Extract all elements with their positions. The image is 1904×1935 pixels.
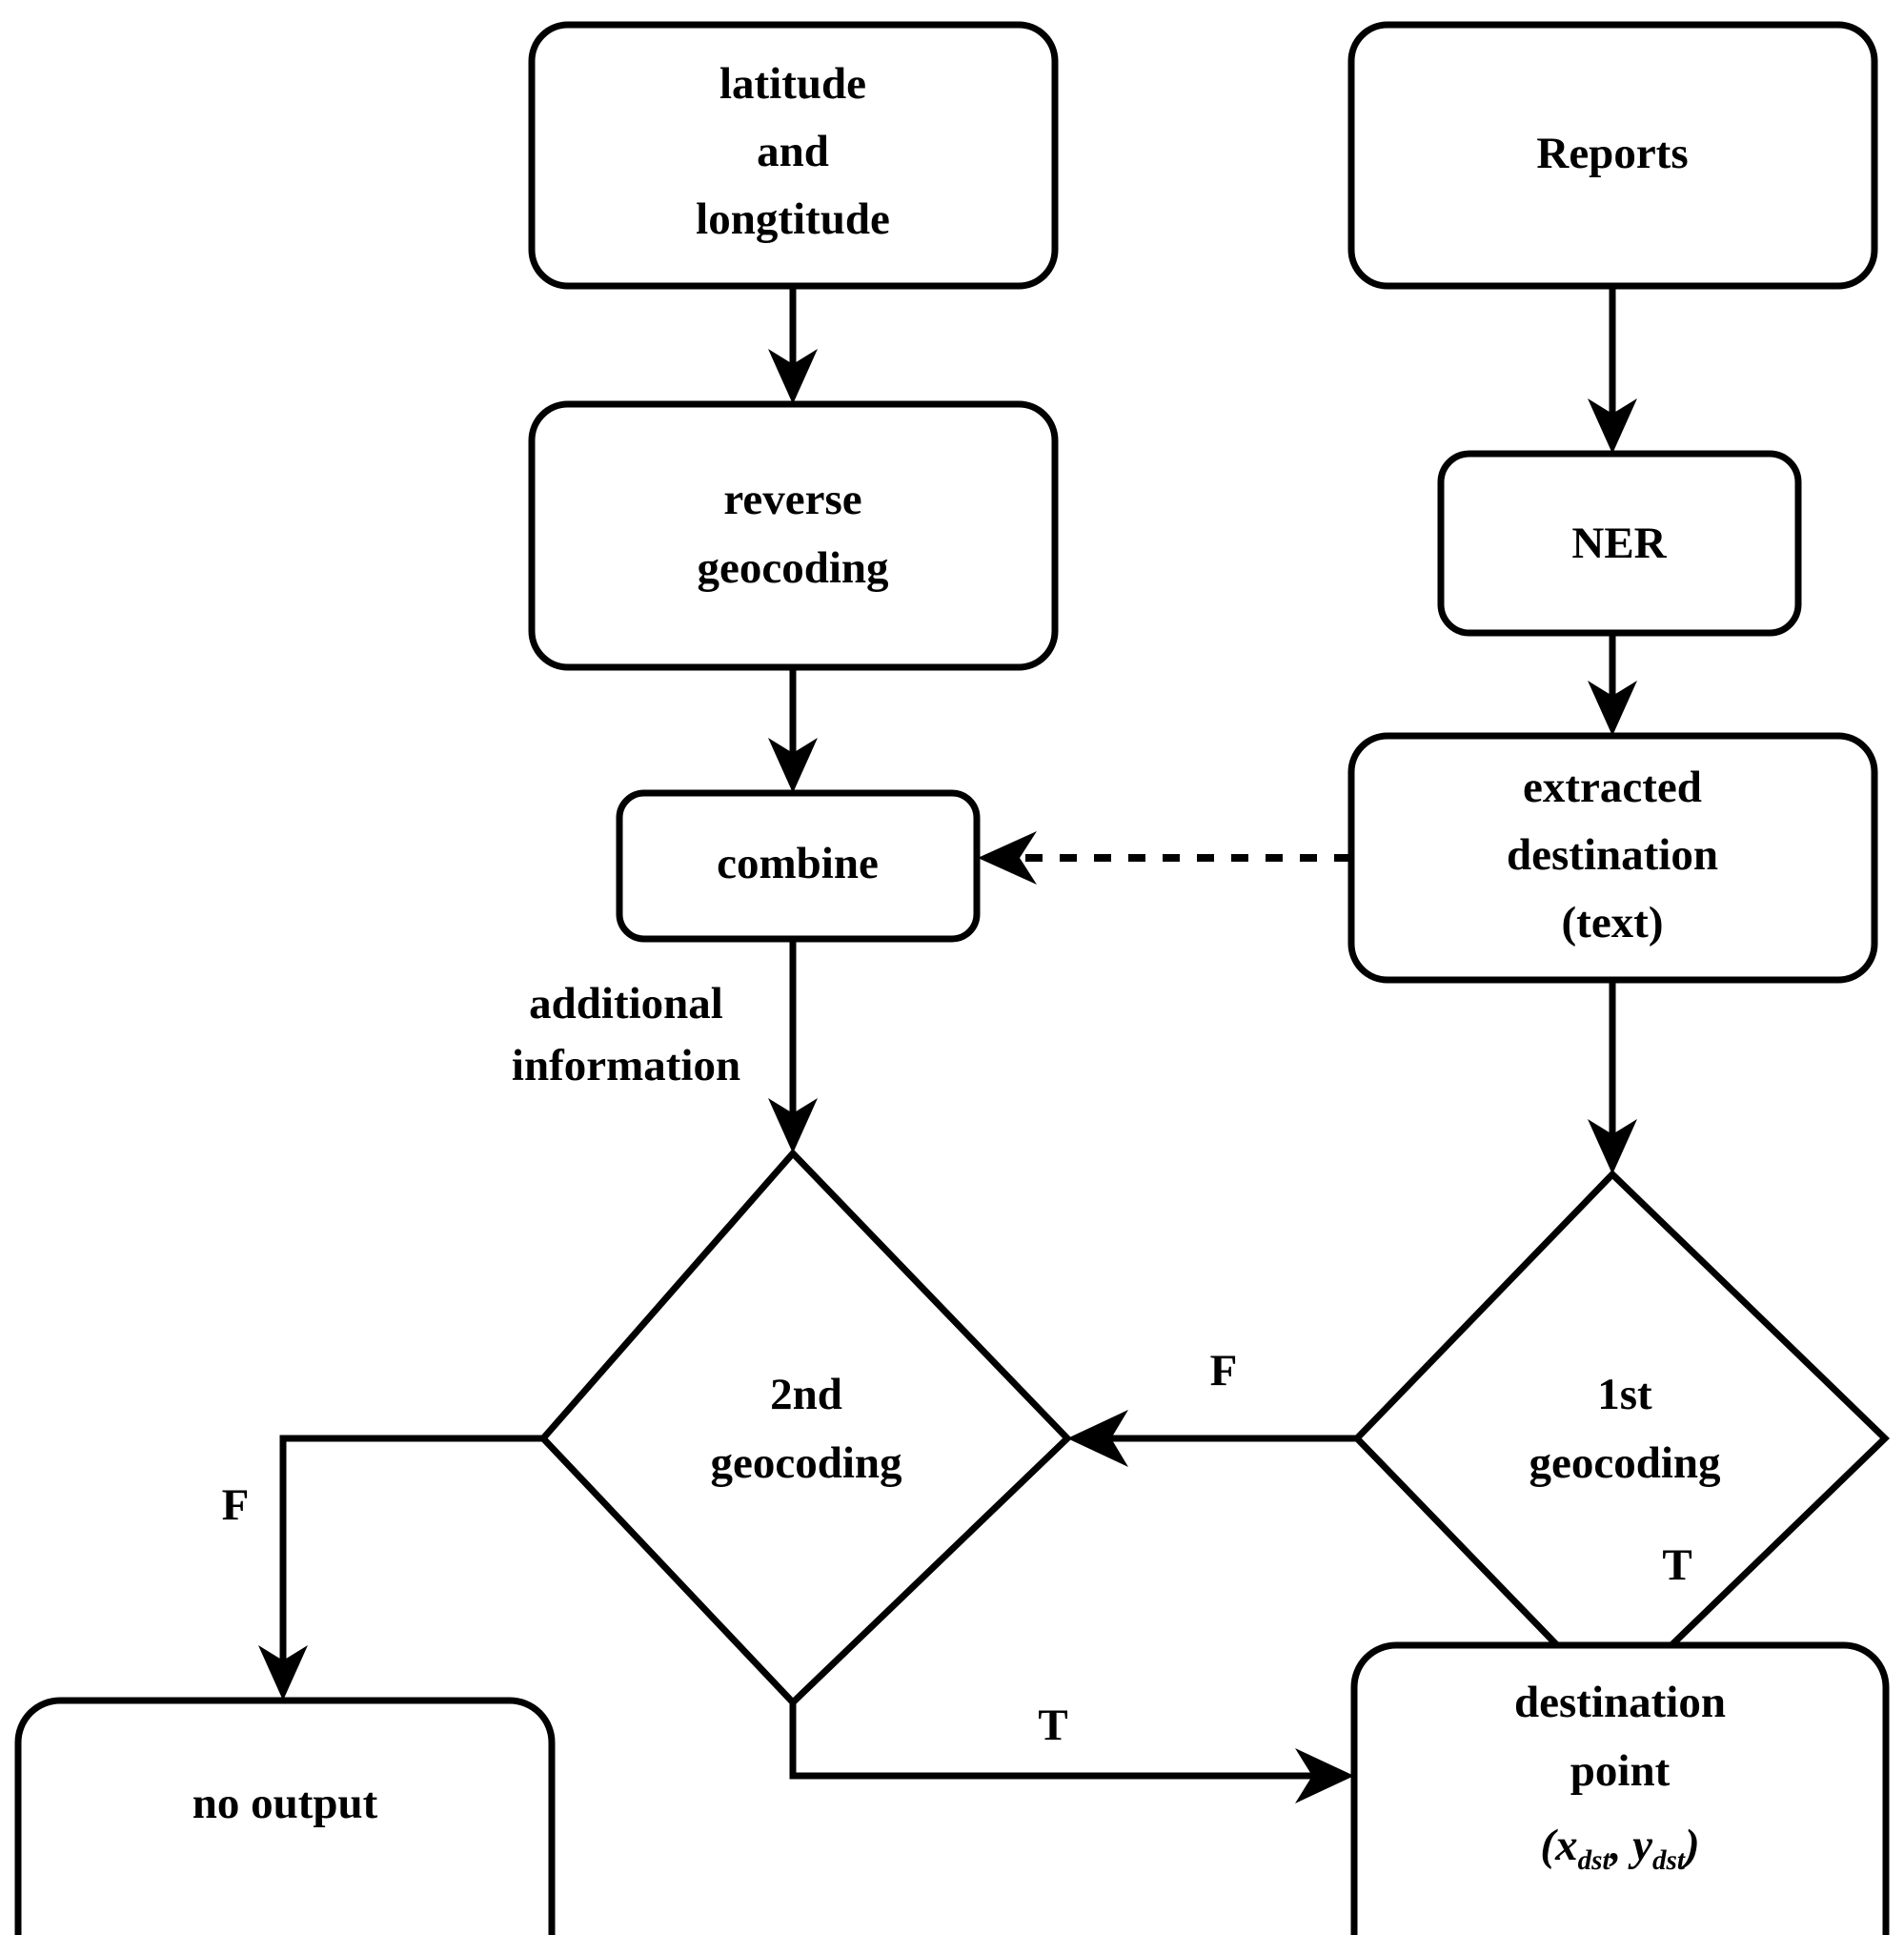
node-destination-point[interactable]: destination point (xdst, ydst) (1350, 1641, 1890, 1935)
node-no-output-box[interactable] (14, 1697, 556, 1935)
node-latitude-and-longtitude-line-3: longtitude (696, 194, 890, 244)
node-first-geocoding-line-2: geocoding (1529, 1438, 1721, 1488)
node-extracted-destination-box[interactable] (1347, 732, 1878, 984)
formula-open-paren: ( (1540, 1821, 1558, 1870)
node-latitude-and-longtitude-line-2: and (757, 127, 829, 176)
arrowhead-icon (768, 349, 818, 404)
edge-combine-to-second-geocoding (768, 939, 818, 1153)
arrowhead-icon (258, 1645, 308, 1701)
formula-x: x (1554, 1821, 1578, 1870)
node-extracted-destination-line-2: destination (1507, 830, 1718, 880)
node-latitude-and-longtitude-box[interactable] (528, 21, 1059, 290)
edge-label-second-geocoding-false: F (222, 1480, 250, 1530)
edge-ner-to-extracted-destination (1588, 633, 1637, 736)
node-second-geocoding[interactable]: 2nd geocoding (538, 1148, 1072, 1707)
node-extracted-destination-line-1: extracted (1523, 763, 1702, 812)
edge-second-geocoding-false-to-no-output (258, 1435, 543, 1701)
node-reverse-geocoding-box[interactable] (528, 400, 1059, 671)
node-reverse-geocoding[interactable]: reverse geocoding (528, 400, 1059, 671)
node-destination-point-line-1: destination (1514, 1678, 1726, 1727)
node-combine-box[interactable] (616, 789, 981, 943)
node-extracted-destination-line-3: (text) (1562, 898, 1664, 947)
node-second-geocoding-line-2: geocoding (710, 1438, 902, 1488)
node-first-geocoding[interactable]: 1st geocoding (1352, 1170, 1891, 1707)
node-combine[interactable]: combine (616, 789, 981, 943)
node-reports-label: Reports (1536, 129, 1688, 178)
node-no-output[interactable]: no output (14, 1697, 556, 1935)
arrowhead-icon (1588, 1119, 1637, 1174)
node-no-output-label: no output (192, 1779, 378, 1828)
formula-y-subscript: dst (1652, 1845, 1686, 1876)
arrowhead-icon (768, 738, 818, 793)
node-combine-label: combine (717, 839, 879, 888)
node-destination-point-line-2: point (1570, 1746, 1671, 1796)
arrowhead-icon (1588, 681, 1637, 736)
arrowhead-icon (978, 831, 1037, 885)
edge-reports-to-ner (1588, 286, 1637, 454)
node-destination-point-box[interactable] (1350, 1641, 1890, 1935)
node-extracted-destination[interactable]: extracted destination (text) (1347, 732, 1878, 984)
edge-first-geocoding-false-to-second-geocoding (1067, 1410, 1357, 1467)
edge-label-additional-information-line-2: information (512, 1041, 740, 1090)
edge-second-geocoding-true-to-destination-point (789, 1702, 1354, 1803)
node-first-geocoding-line-1: 1st (1597, 1370, 1652, 1419)
node-second-geocoding-diamond[interactable] (538, 1148, 1072, 1707)
formula-close-paren: ) (1681, 1821, 1700, 1870)
node-reverse-geocoding-line-1: reverse (723, 475, 861, 524)
edge-label-second-geocoding-true: T (1038, 1701, 1067, 1750)
formula-x-subscript: dst (1578, 1845, 1611, 1876)
formula-y: y (1628, 1821, 1652, 1870)
node-destination-point-formula: (xdst, ydst) (1540, 1821, 1699, 1876)
node-ner-box[interactable] (1437, 450, 1802, 637)
formula-comma: , (1609, 1821, 1633, 1870)
node-latitude-and-longtitude-line-1: latitude (719, 59, 866, 109)
node-ner[interactable]: NER (1437, 450, 1802, 637)
edge-extracted-destination-to-combine-dashed (978, 831, 1351, 885)
edge-extracted-destination-to-first-geocoding (1588, 980, 1637, 1174)
arrowhead-icon (768, 1098, 818, 1153)
node-second-geocoding-line-1: 2nd (770, 1370, 842, 1419)
arrowhead-icon (1295, 1748, 1354, 1803)
node-ner-label: NER (1571, 519, 1667, 568)
edge-label-first-geocoding-true: T (1662, 1540, 1691, 1590)
edge-reverse-geocoding-to-combine (768, 667, 818, 793)
edge-label-first-geocoding-false: F (1210, 1346, 1238, 1395)
node-reverse-geocoding-line-2: geocoding (697, 543, 889, 593)
node-latitude-and-longtitude[interactable]: latitude and longtitude (528, 21, 1059, 290)
arrowhead-icon (1588, 398, 1637, 454)
edge-latlon-to-reverse-geocoding (768, 286, 818, 404)
node-reports[interactable]: Reports (1347, 21, 1878, 290)
node-reports-box[interactable] (1347, 21, 1878, 290)
edge-label-additional-information-line-1: additional (529, 979, 723, 1029)
arrowhead-icon (1067, 1410, 1128, 1467)
